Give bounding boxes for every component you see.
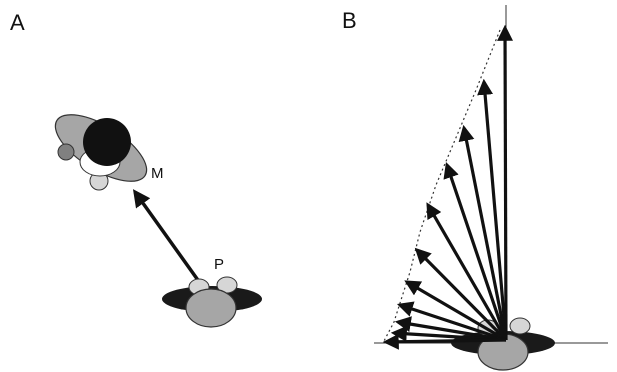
panel-b <box>374 5 608 371</box>
pup-head <box>185 288 237 328</box>
orientation-vector-arrow <box>426 202 508 341</box>
pup-right-ear <box>509 317 531 335</box>
tip-envelope-dotted-curve <box>383 29 501 342</box>
orientation-vector-arrow <box>394 316 507 342</box>
pup-label: P <box>214 256 225 273</box>
orientation-vector-arrow <box>404 280 507 342</box>
panel-a <box>54 114 262 328</box>
pup-figure <box>162 276 262 328</box>
orientation-vector-arrow <box>382 333 507 350</box>
panel-b-label: B <box>342 8 357 33</box>
mother-label: M <box>151 165 164 182</box>
orientation-vector-arrow <box>497 24 514 341</box>
orientation-vector-arrow <box>443 161 508 341</box>
orientation-vector-arrow <box>414 247 508 342</box>
orientation-vector-arrow <box>396 301 507 342</box>
mother-black-head <box>83 118 131 166</box>
orientation-vector-arrow <box>477 78 508 341</box>
panel-a-label: A <box>10 10 25 35</box>
mother-figure <box>54 114 148 191</box>
mother-left-paw <box>57 143 75 161</box>
orientation-vectors <box>382 24 514 350</box>
orientation-vector-arrow <box>458 124 508 341</box>
